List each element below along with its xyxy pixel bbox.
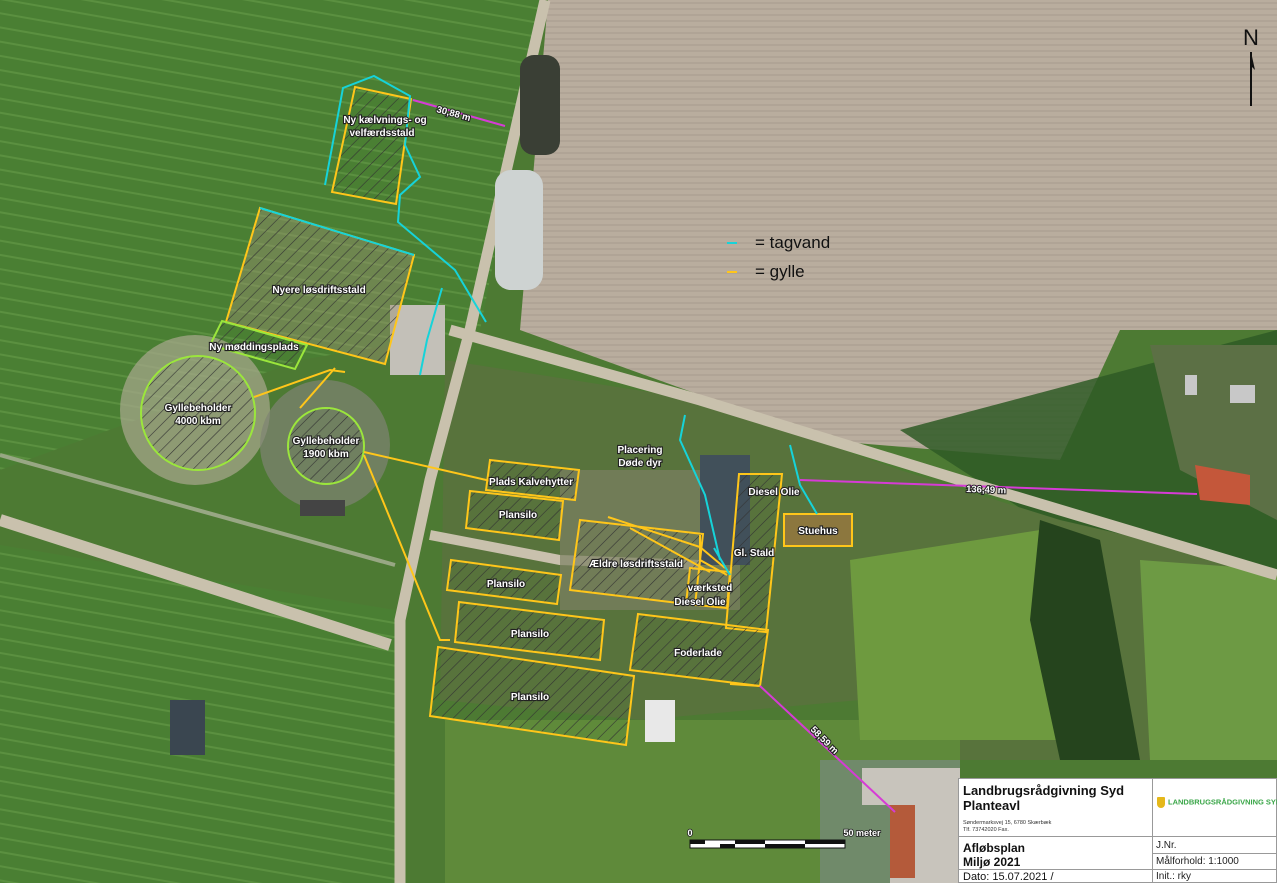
label-workshop-2: Diesel Olie bbox=[674, 597, 726, 608]
scale-bar: 0 50 meter bbox=[687, 827, 882, 849]
map-scale: Målforhold: 1:1000 bbox=[1156, 856, 1239, 867]
divider bbox=[1153, 836, 1277, 837]
title-block: Landbrugsrådgivning Syd Planteavl Sønder… bbox=[958, 778, 1277, 883]
label-new-manure: Ny møddingsplads bbox=[209, 342, 299, 353]
building-farmhouse bbox=[784, 514, 852, 546]
plan-title: Afløbsplan bbox=[963, 841, 1025, 855]
label-farmhouse: Stuehus bbox=[798, 526, 838, 537]
building-labels: Ny kælvnings- og velfærdsstald Nyere løs… bbox=[164, 114, 840, 704]
plan-date: Dato: 15.07.2021 / bbox=[963, 871, 1054, 883]
label-newer-loose: Nyere løsdriftsstald bbox=[272, 285, 365, 296]
initials: Init.: rky bbox=[1156, 871, 1192, 882]
roof-water-lines bbox=[259, 74, 818, 576]
logo-mark-icon bbox=[1157, 797, 1165, 808]
label-dead-animals-1: Placering bbox=[617, 445, 662, 456]
scale-start: 0 bbox=[687, 828, 692, 838]
north-arrow: N bbox=[1243, 25, 1259, 106]
scale-end: 50 meter bbox=[843, 828, 881, 838]
organization-name: Landbrugsrådgivning Syd Planteavl bbox=[963, 783, 1124, 813]
label-older-loose: Ældre løsdriftsstald bbox=[589, 559, 683, 570]
legend-roof-water: = tagvand bbox=[755, 233, 830, 252]
org-line-1: Landbrugsrådgivning Syd bbox=[963, 783, 1125, 798]
legend-slurry: = gylle bbox=[755, 262, 805, 281]
label-fodder-barn: Foderlade bbox=[674, 648, 722, 659]
label-calf-huts: Plads Kalvehytter bbox=[489, 477, 573, 488]
building-plansilo-4 bbox=[428, 645, 636, 747]
tank-big bbox=[140, 355, 256, 471]
buildings-overlay bbox=[140, 85, 853, 747]
label-old-stable: Gl. Stald bbox=[734, 548, 775, 559]
label-tank-small-2: 1900 kbm bbox=[303, 449, 349, 460]
label-dead-animals-2: Døde dyr bbox=[618, 458, 661, 469]
label-plansilo-3: Plansilo bbox=[511, 629, 549, 640]
title-block-right: LANDBRUGSRÅDGIVNING SYD J.Nr. Målforhold… bbox=[1153, 779, 1277, 882]
label-tank-small-1: Gyllebeholder bbox=[293, 436, 360, 447]
label-plansilo-1: Plansilo bbox=[499, 510, 537, 521]
label-new-calving-2: velfærdsstald bbox=[349, 128, 414, 139]
building-plansilo-2 bbox=[445, 558, 563, 606]
building-new-manure bbox=[208, 319, 309, 371]
label-workshop-1: værksted bbox=[688, 583, 732, 594]
divider bbox=[1153, 853, 1277, 854]
divider bbox=[959, 836, 1152, 837]
legend: = tagvand = gylle bbox=[727, 233, 830, 281]
label-plansilo-4: Plansilo bbox=[511, 692, 549, 703]
divider bbox=[959, 869, 1152, 870]
organization-address: Søndermarksvej 15, 6780 Skærbæk Tlf. 737… bbox=[963, 820, 1051, 834]
measurement-2: 136,49 m bbox=[966, 484, 1007, 496]
north-arrow-label: N bbox=[1243, 25, 1259, 50]
company-logo: LANDBRUGSRÅDGIVNING SYD bbox=[1157, 797, 1277, 808]
label-tank-big-1: Gyllebeholder bbox=[165, 403, 232, 414]
address-line-2: Tlf. 73742020 Fax. bbox=[963, 827, 1009, 833]
label-new-calving-1: Ny kælvnings- og bbox=[343, 115, 426, 126]
tank-small bbox=[287, 407, 365, 485]
building-new-calving bbox=[330, 85, 413, 206]
label-tank-big-2: 4000 kbm bbox=[175, 416, 221, 427]
building-workshop bbox=[684, 566, 732, 610]
slurry-lines bbox=[253, 367, 761, 687]
divider bbox=[1153, 869, 1277, 870]
jnr: J.Nr. bbox=[1156, 840, 1177, 851]
building-plansilo-1 bbox=[464, 489, 565, 542]
label-diesel-oil: Diesel Olie bbox=[748, 487, 800, 498]
org-line-2: Planteavl bbox=[963, 798, 1021, 813]
measurement-lines bbox=[412, 99, 1198, 813]
label-plansilo-2: Plansilo bbox=[487, 579, 525, 590]
building-plansilo-3 bbox=[453, 600, 606, 662]
plan-subtitle: Miljø 2021 bbox=[963, 855, 1021, 869]
plan-title-block: Afløbsplan Miljø 2021 bbox=[963, 841, 1025, 869]
title-block-left: Landbrugsrådgivning Syd Planteavl Sønder… bbox=[959, 779, 1153, 883]
building-farmhouse-outline bbox=[783, 513, 853, 547]
address-line-1: Søndermarksvej 15, 6780 Skærbæk bbox=[963, 820, 1052, 826]
logo-text: LANDBRUGSRÅDGIVNING SYD bbox=[1168, 797, 1277, 807]
